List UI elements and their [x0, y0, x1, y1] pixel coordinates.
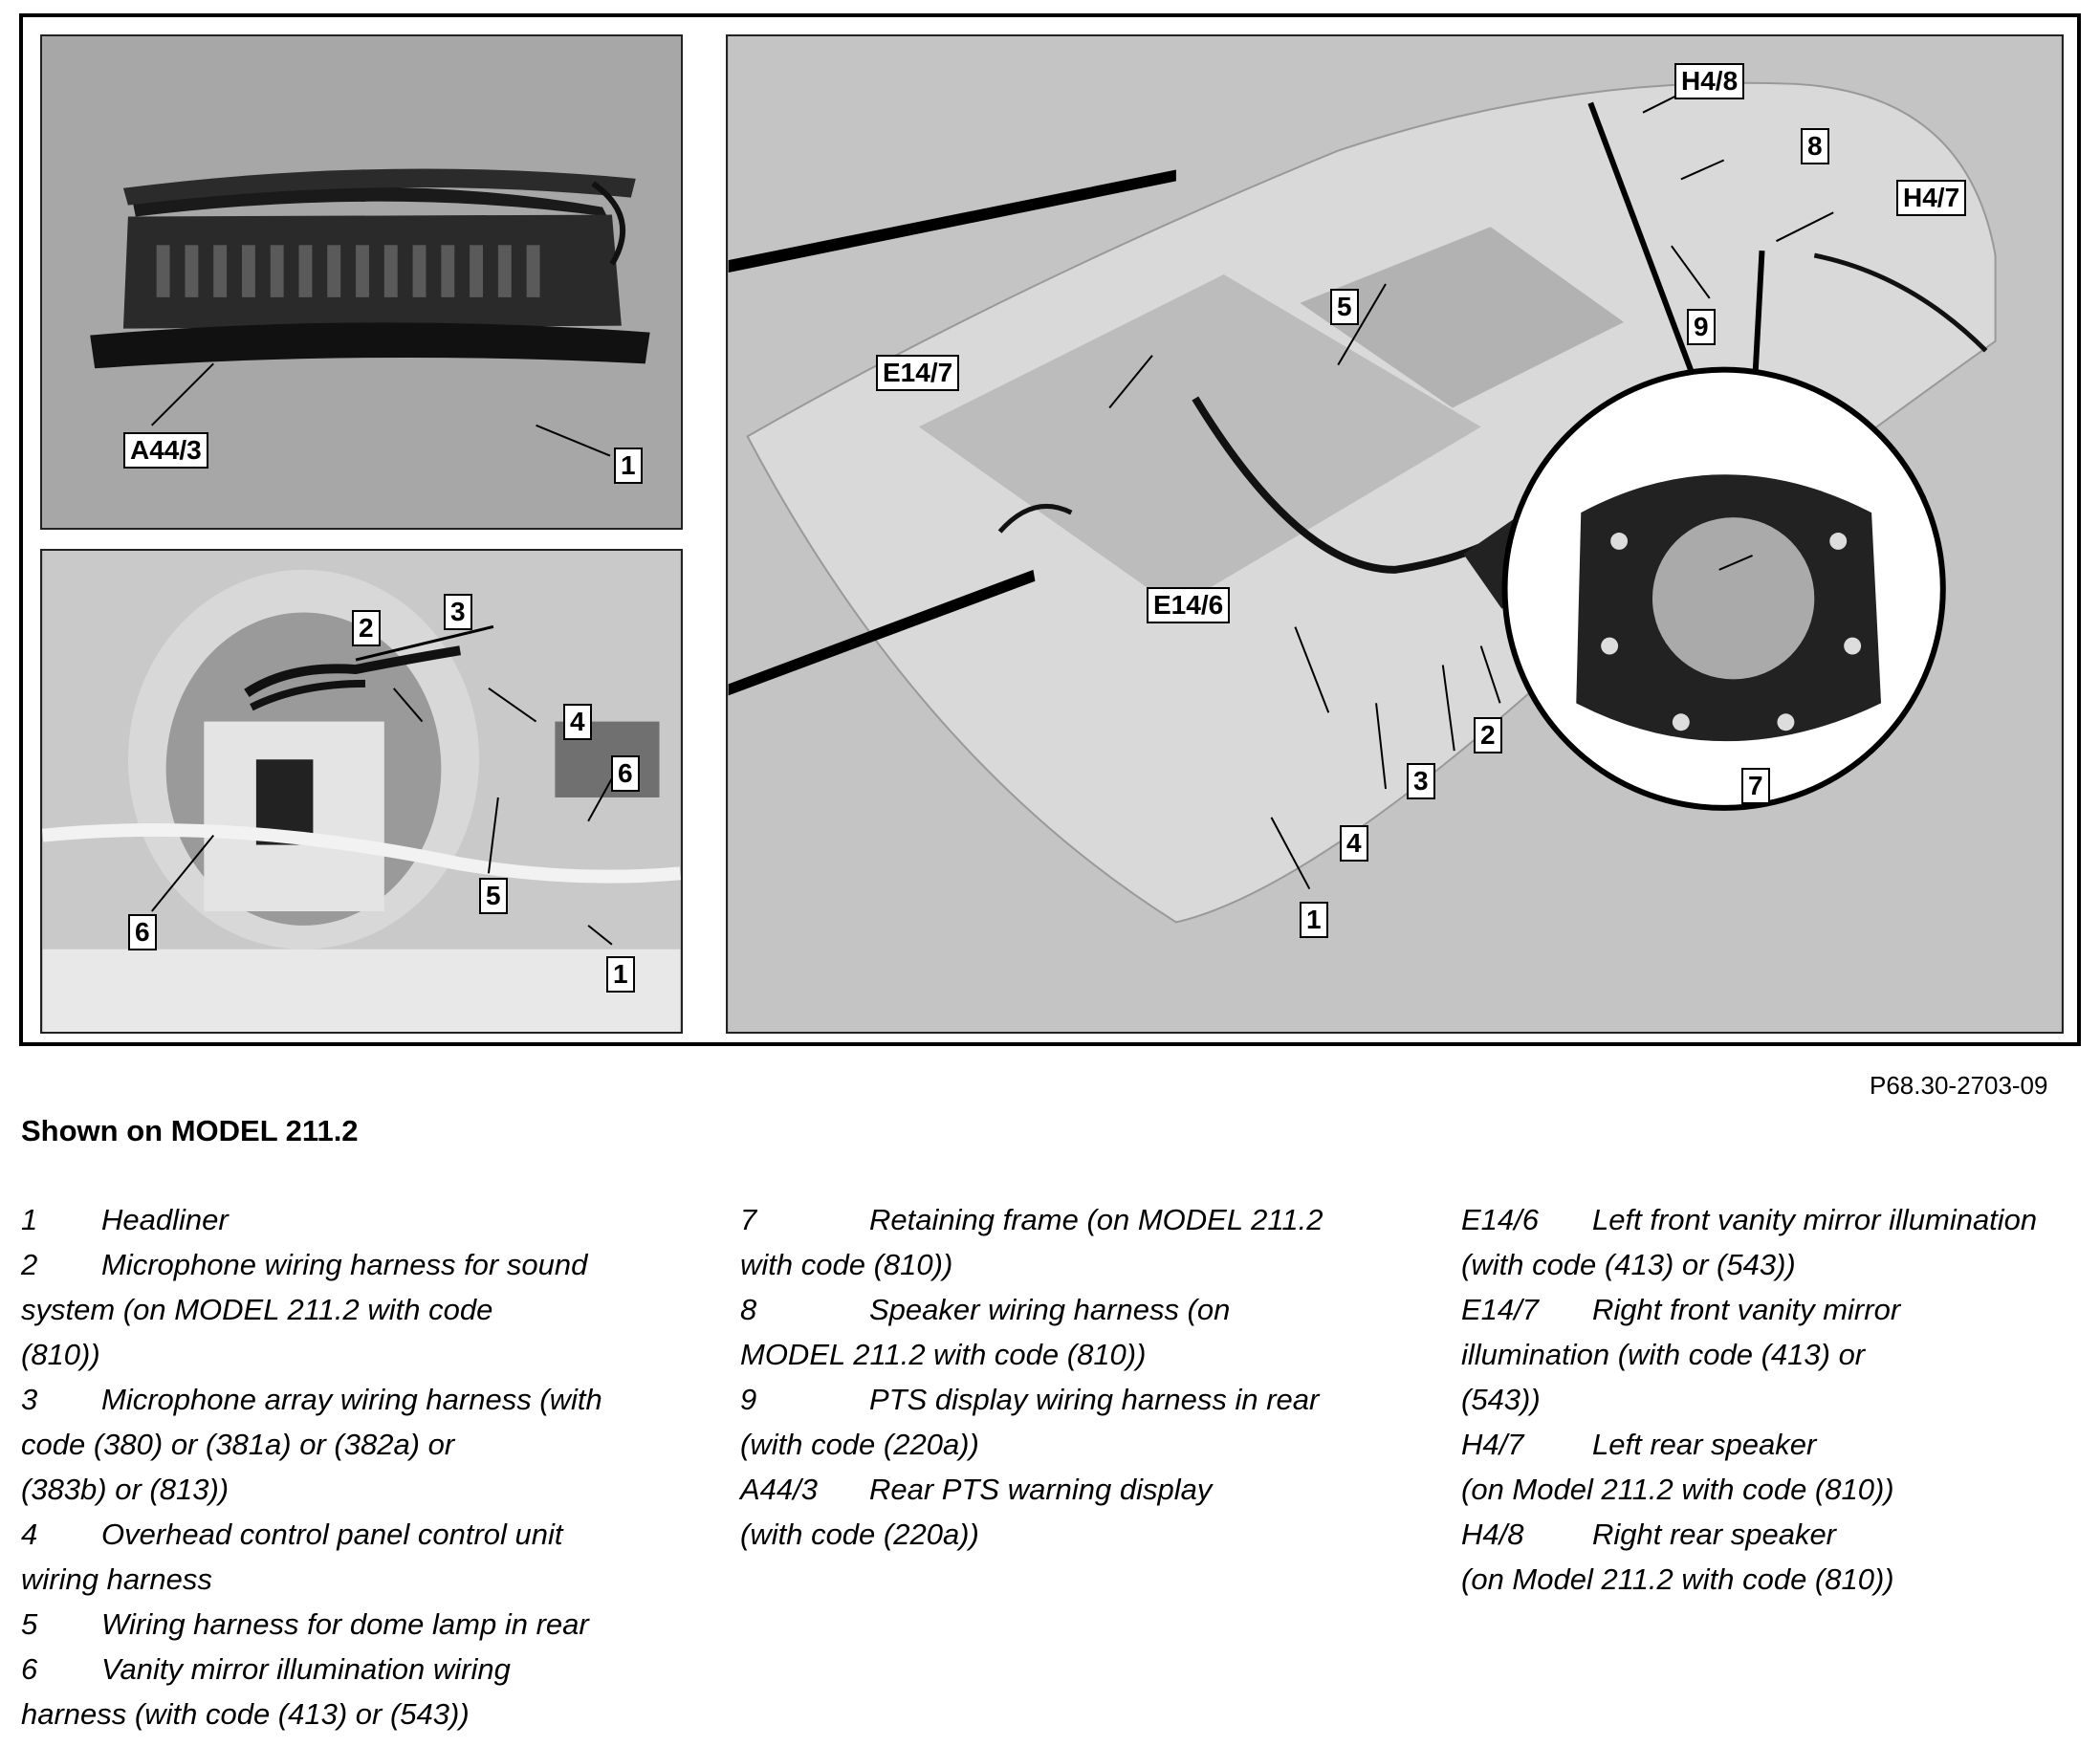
callout-7: 7: [1741, 768, 1770, 804]
photo-harness-closeup: 2 3 4 6 6 5 1: [40, 549, 683, 1034]
callout-8: 8: [1801, 128, 1829, 164]
legend-item: 7 Retaining frame (on MODEL 211.2 with cod…: [740, 1197, 1410, 1287]
legend-text-continued: (with code (220a)): [740, 1428, 979, 1461]
legend-text-continued: (with code (413) or (543)): [1461, 1248, 1796, 1281]
figure-frame: A44/3 1 2 3 4 6 6 5 1: [19, 13, 2081, 1046]
legend-text-continued: (543)): [1461, 1383, 1541, 1416]
callout-3-right: 3: [1407, 763, 1435, 799]
legend-item: 1 Headliner: [21, 1197, 671, 1242]
legend-code: 9: [740, 1383, 757, 1416]
legend-text-continued: (on Model 211.2 with code (810)): [1461, 1473, 1894, 1506]
legend-code: 3: [21, 1383, 38, 1416]
photo-headliner: H4/8 8 H4/7 9 5 E14/7 E14/6 2 3 4 1 7: [726, 34, 2064, 1034]
legend-code: H4/8: [1461, 1518, 1524, 1551]
legend-text: Microphone wiring harness for sound: [101, 1248, 588, 1281]
legend-item: 6 Vanity mirror illumination wiring harnes…: [21, 1647, 671, 1736]
legend-text: Vanity mirror illumination wiring: [101, 1652, 511, 1686]
legend-text: Retaining frame (on MODEL 211.2: [869, 1203, 1323, 1236]
callout-h4-8: H4/8: [1674, 63, 1745, 99]
legend-text-continued: wiring harness: [21, 1562, 212, 1596]
headliner-illustration: [728, 36, 2062, 1032]
legend-code: E14/7: [1461, 1293, 1540, 1326]
legend-column-2: 7 Retaining frame (on MODEL 211.2 with cod…: [740, 1197, 1410, 1557]
legend-code: 7: [740, 1203, 757, 1236]
callout-h4-7: H4/7: [1896, 180, 1967, 216]
callout-1-lower: 1: [606, 956, 635, 993]
legend-item: E14/7 Right front vanity mirror illuminati…: [1461, 1287, 2092, 1422]
legend-text: Speaker wiring harness (on: [869, 1293, 1231, 1326]
model-title: Shown on MODEL 211.2: [21, 1114, 359, 1147]
legend-text: Right rear speaker: [1592, 1518, 1837, 1551]
legend-item: H4/8 Right rear speaker (on Model 211.2 wi…: [1461, 1512, 2092, 1602]
callout-e14-6: E14/6: [1147, 587, 1231, 623]
legend-text-continued: (810)): [21, 1338, 100, 1371]
legend-text-continued: illumination (with code (413) or: [1461, 1338, 1866, 1371]
callout-1: 1: [614, 448, 643, 484]
legend-code: 5: [21, 1607, 38, 1641]
legend-item: 9 PTS display wiring harness in rear (with…: [740, 1377, 1410, 1467]
legend-code: H4/7: [1461, 1428, 1524, 1461]
legend-item: 5 Wiring harness for dome lamp in rear: [21, 1602, 671, 1647]
legend-item: A44/3 Rear PTS warning display (with code …: [740, 1467, 1410, 1557]
legend-code: 6: [21, 1652, 38, 1686]
legend-text-continued: (with code (220a)): [740, 1518, 979, 1551]
callout-4: 4: [563, 704, 592, 740]
legend-text-continued: system (on MODEL 211.2 with code: [21, 1293, 493, 1326]
legend-text: Right front vanity mirror: [1592, 1293, 1901, 1326]
callout-5: 5: [479, 878, 508, 914]
callout-4-right: 4: [1340, 825, 1368, 862]
callout-a44-3: A44/3: [123, 432, 208, 469]
legend-text: Headliner: [101, 1203, 229, 1236]
legend-column-1: 1 Headliner 2 Microphone wiring harness for…: [21, 1197, 671, 1736]
legend-code: 8: [740, 1293, 757, 1326]
legend-text-continued: (383b) or (813)): [21, 1473, 230, 1506]
legend-code: 4: [21, 1518, 38, 1551]
legend-text-continued: harness (with code (413) or (543)): [21, 1697, 470, 1731]
callout-5-right: 5: [1330, 289, 1359, 325]
callout-1-right: 1: [1300, 902, 1328, 938]
legend-text: Microphone array wiring harness (with: [101, 1383, 602, 1416]
legend-text-continued: code (380) or (381a) or (382a) or: [21, 1428, 455, 1461]
callout-2: 2: [352, 610, 381, 646]
legend-item: E14/6 Left front vanity mirror illuminati…: [1461, 1197, 2092, 1287]
legend-text: Wiring harness for dome lamp in rear: [101, 1607, 589, 1641]
callout-6-left: 6: [128, 914, 157, 950]
legend-text: Overhead control panel control unit: [101, 1518, 563, 1551]
callout-6-right: 6: [611, 755, 640, 792]
legend-code: E14/6: [1461, 1203, 1540, 1236]
legend-text-continued: (on Model 211.2 with code (810)): [1461, 1562, 1894, 1596]
legend-code: 1: [21, 1203, 38, 1236]
pts-display-illustration: [42, 36, 681, 528]
callout-3: 3: [444, 594, 472, 630]
legend-code: 2: [21, 1248, 38, 1281]
callout-2-right: 2: [1474, 717, 1502, 753]
legend-column-3: E14/6 Left front vanity mirror illuminati…: [1461, 1197, 2092, 1602]
legend-code: A44/3: [740, 1473, 819, 1506]
legend-text: Rear PTS warning display: [869, 1473, 1213, 1506]
legend-item: 4 Overhead control panel control unit wiri…: [21, 1512, 671, 1602]
callout-9: 9: [1687, 309, 1716, 345]
callout-e14-7: E14/7: [876, 355, 960, 391]
legend-text-continued: MODEL 211.2 with code (810)): [740, 1338, 1147, 1371]
figure-reference: P68.30-2703-09: [1870, 1071, 2048, 1100]
legend-item: 2 Microphone wiring harness for sound syst…: [21, 1242, 671, 1377]
legend-text: Left front vanity mirror illumination: [1592, 1203, 2038, 1236]
photo-pts-display: A44/3 1: [40, 34, 683, 530]
legend-text-continued: with code (810)): [740, 1248, 953, 1281]
legend-item: 3 Microphone array wiring harness (with co…: [21, 1377, 671, 1512]
harness-illustration: [42, 551, 681, 1032]
legend-text: PTS display wiring harness in rear: [869, 1383, 1320, 1416]
legend-item: H4/7 Left rear speaker (on Model 211.2 wit…: [1461, 1422, 2092, 1512]
legend-text: Left rear speaker: [1592, 1428, 1817, 1461]
